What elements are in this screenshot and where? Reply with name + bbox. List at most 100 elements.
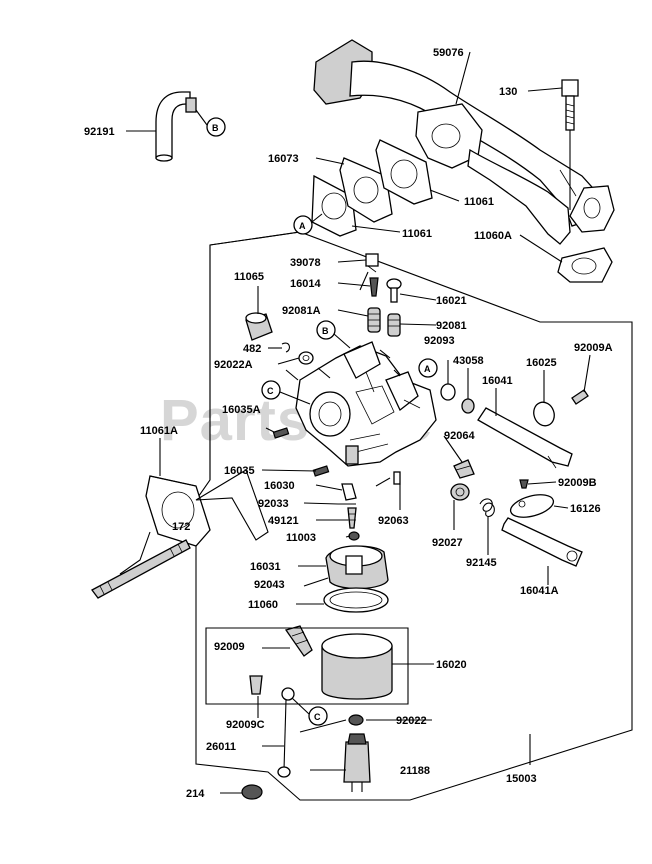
throttle-valve-16126[interactable] bbox=[508, 491, 556, 522]
label-130: 130 bbox=[499, 86, 517, 98]
label-92191: 92191 bbox=[84, 126, 115, 138]
hose-92191[interactable] bbox=[155, 91, 197, 162]
nozzle-16030[interactable] bbox=[341, 483, 357, 501]
label-16021: 16021 bbox=[436, 295, 467, 307]
part-labels: 59076 130 92191 16073 11061 11061 11060A… bbox=[84, 47, 613, 800]
label-16035A: 16035A bbox=[222, 404, 261, 416]
leader-lines bbox=[119, 51, 591, 794]
label-11060: 11060 bbox=[248, 599, 278, 611]
label-11061-right: 11061 bbox=[464, 196, 494, 208]
float-bowl-16020[interactable] bbox=[321, 633, 393, 700]
label-92063: 92063 bbox=[378, 515, 409, 527]
label-15003: 15003 bbox=[506, 773, 537, 785]
label-49121: 49121 bbox=[268, 515, 299, 527]
screw-92064[interactable] bbox=[453, 459, 475, 479]
svg-text:B: B bbox=[212, 123, 219, 133]
label-92145: 92145 bbox=[466, 557, 497, 569]
label-16025: 16025 bbox=[526, 357, 557, 369]
jet-92063[interactable] bbox=[393, 471, 401, 485]
pin-92043[interactable] bbox=[303, 577, 329, 587]
o-ring-92093[interactable] bbox=[440, 383, 456, 401]
svg-text:C: C bbox=[267, 386, 274, 396]
stud-172[interactable] bbox=[91, 539, 191, 599]
label-26011: 26011 bbox=[206, 741, 236, 753]
clip-482[interactable] bbox=[281, 342, 291, 353]
label-92081A: 92081A bbox=[282, 305, 321, 317]
label-16073: 16073 bbox=[268, 153, 299, 165]
label-11065: 11065 bbox=[234, 271, 264, 283]
needle-49121[interactable] bbox=[347, 507, 357, 529]
label-92009A: 92009A bbox=[574, 342, 613, 354]
svg-text:A: A bbox=[424, 364, 431, 374]
label-92009B: 92009B bbox=[558, 477, 597, 489]
label-39078: 39078 bbox=[290, 257, 321, 269]
jet-39078[interactable] bbox=[365, 253, 379, 273]
label-43058: 43058 bbox=[453, 355, 484, 367]
solenoid-21188[interactable] bbox=[343, 733, 371, 792]
label-21188: 21188 bbox=[400, 765, 430, 777]
label-59076: 59076 bbox=[433, 47, 464, 59]
label-11061-left: 11061 bbox=[402, 228, 432, 240]
label-11003: 11003 bbox=[286, 532, 316, 544]
svg-text:A: A bbox=[299, 221, 306, 231]
screw-16035A[interactable] bbox=[272, 427, 290, 439]
callout-circle-c1: C bbox=[261, 380, 311, 405]
label-16126: 16126 bbox=[570, 503, 601, 515]
label-92027: 92027 bbox=[432, 537, 463, 549]
svg-text:C: C bbox=[314, 712, 321, 722]
washer-92022A[interactable] bbox=[298, 351, 314, 365]
choke-valve-16025[interactable] bbox=[530, 399, 557, 428]
screw-16014[interactable] bbox=[369, 277, 379, 297]
label-92081: 92081 bbox=[436, 320, 467, 332]
screw-16021[interactable] bbox=[386, 278, 402, 303]
callout-circle-b2: B bbox=[316, 320, 351, 349]
choke-shaft-16041[interactable] bbox=[477, 407, 573, 469]
bushing-92027[interactable] bbox=[450, 483, 470, 501]
label-16041: 16041 bbox=[482, 375, 513, 387]
label-16014: 16014 bbox=[290, 278, 321, 290]
callout-circle-c2: C bbox=[291, 697, 328, 726]
callout-circle-a2: A bbox=[418, 358, 438, 378]
screw-92009B[interactable] bbox=[519, 479, 529, 489]
spring-92145[interactable] bbox=[479, 498, 495, 518]
drain-tube-26011[interactable] bbox=[277, 687, 295, 778]
float-16031[interactable] bbox=[325, 545, 389, 590]
spring-92081A[interactable] bbox=[367, 307, 381, 333]
cap-11065[interactable] bbox=[245, 312, 273, 341]
label-92009: 92009 bbox=[214, 641, 245, 653]
label-16035: 16035 bbox=[224, 465, 255, 477]
label-16030: 16030 bbox=[264, 480, 295, 492]
screw-92009A[interactable] bbox=[571, 389, 589, 405]
intake-manifold[interactable] bbox=[313, 39, 615, 245]
spring-92081[interactable] bbox=[387, 313, 401, 337]
carburetor-body[interactable] bbox=[295, 341, 437, 467]
washer-43058[interactable] bbox=[461, 398, 475, 414]
gasket-11061-right[interactable] bbox=[375, 139, 433, 205]
label-11060A: 11060A bbox=[474, 230, 512, 242]
callout-circle-b1: B bbox=[195, 109, 226, 137]
label-482: 482 bbox=[243, 343, 261, 355]
label-172: 172 bbox=[172, 521, 190, 533]
gasket-11060[interactable] bbox=[323, 587, 389, 613]
washer-92022[interactable] bbox=[348, 714, 364, 726]
svg-text:B: B bbox=[322, 326, 329, 336]
screw-92009[interactable] bbox=[284, 625, 313, 657]
throttle-shaft-16041A[interactable] bbox=[501, 517, 583, 567]
bolt-214[interactable] bbox=[241, 784, 263, 800]
seat-11003[interactable] bbox=[348, 531, 360, 541]
label-11061A: 11061A bbox=[140, 425, 178, 437]
label-92064: 92064 bbox=[444, 430, 475, 442]
label-92022A: 92022A bbox=[214, 359, 253, 371]
callout-circle-a1: A bbox=[293, 213, 323, 235]
screw-92009C[interactable] bbox=[249, 675, 263, 695]
label-214: 214 bbox=[186, 788, 205, 800]
gasket-11060A[interactable] bbox=[557, 247, 613, 283]
screw-16035[interactable] bbox=[312, 465, 330, 477]
gasket-11061A[interactable] bbox=[145, 475, 211, 547]
label-16031: 16031 bbox=[250, 561, 281, 573]
bolt-130[interactable] bbox=[561, 79, 579, 210]
label-16041A: 16041A bbox=[520, 585, 559, 597]
label-92022: 92022 bbox=[396, 715, 427, 727]
